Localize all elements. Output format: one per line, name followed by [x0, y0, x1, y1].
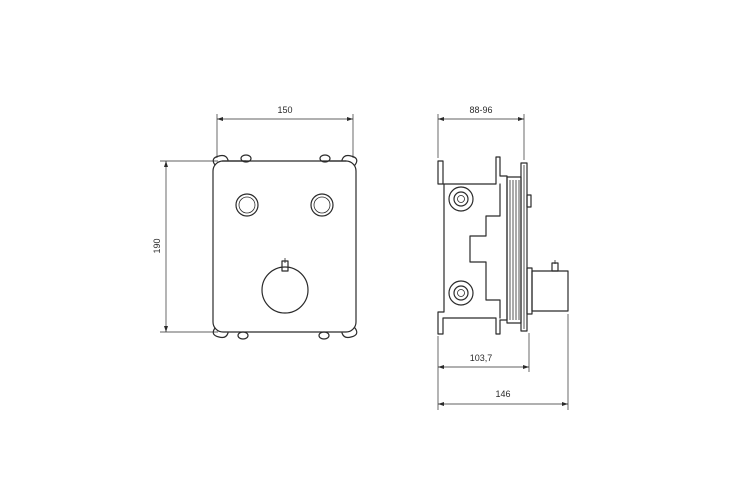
spindle-knob: [526, 194, 569, 315]
mounting-lug: [319, 154, 358, 166]
mounting-lug: [212, 154, 252, 166]
diverter-button-right: [310, 193, 334, 217]
dimension-label-front-width: 150: [277, 105, 292, 115]
dimension-side-body-depth: 103,7: [437, 333, 530, 410]
dimension-label-front-height: 190: [152, 238, 162, 253]
mounting-lug: [318, 327, 358, 340]
dimension-front-height: 190: [152, 160, 218, 333]
side-view: 88-96 103,7 146: [437, 105, 569, 410]
dimension-side-total-depth: 146: [438, 314, 569, 410]
wall-plate: [520, 162, 528, 332]
mounting-lug: [212, 327, 249, 340]
front-view: 150 190: [152, 105, 358, 340]
dimension-label-side-total-depth: 146: [495, 389, 510, 399]
dimension-front-width: 150: [216, 105, 354, 158]
thermostat-knob: [261, 258, 309, 314]
threaded-ring: [506, 176, 522, 324]
dimension-side-depth-range: 88-96: [437, 105, 525, 160]
internal-profile: [469, 183, 501, 319]
diverter-button-left: [235, 193, 259, 217]
housing-body: [437, 156, 508, 335]
inlet-port-top: [448, 186, 474, 212]
cover-plate: [212, 160, 357, 333]
inlet-port-bottom: [448, 280, 474, 306]
dimension-label-side-body-depth: 103,7: [470, 353, 493, 363]
dimension-label-side-depth-range: 88-96: [469, 105, 492, 115]
mounting-lugs: [212, 154, 358, 340]
